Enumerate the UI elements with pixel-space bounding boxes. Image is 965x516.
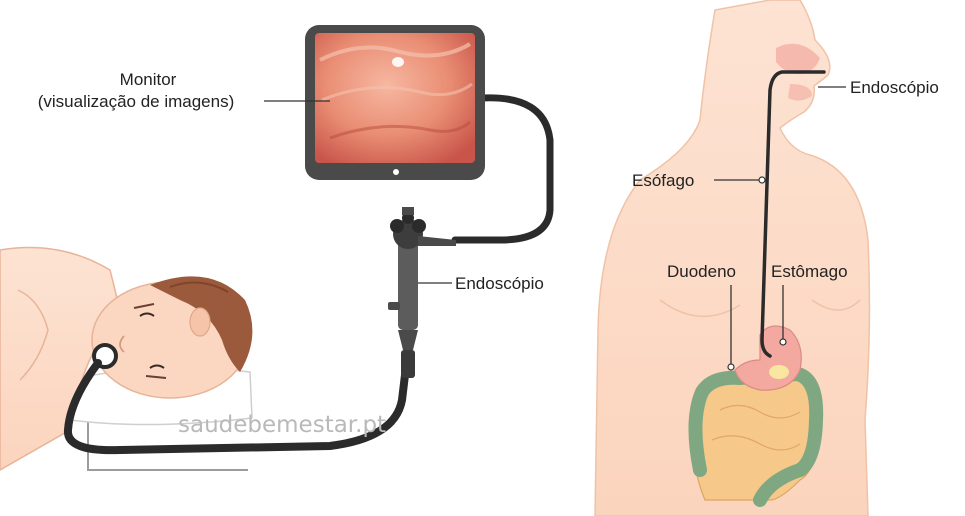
duodenum-marker	[728, 364, 734, 370]
stomach-marker	[780, 339, 786, 345]
esophagus-label: Esófago	[632, 171, 694, 190]
stomach-label: Estômago	[771, 262, 848, 281]
monitor-label: Monitor	[120, 70, 177, 89]
endoscope-handle-icon	[388, 207, 456, 378]
duodenum-label: Duodeno	[667, 262, 736, 281]
watermark: saudebemestar.pt	[178, 412, 386, 438]
endoscope-label-left: Endoscópio	[455, 274, 544, 293]
monitor-sublabel: (visualização de imagens)	[38, 92, 235, 111]
esophagus-marker	[759, 177, 765, 183]
monitor-screen-icon	[305, 25, 485, 180]
endoscope-label-right: Endoscópio	[850, 78, 939, 97]
